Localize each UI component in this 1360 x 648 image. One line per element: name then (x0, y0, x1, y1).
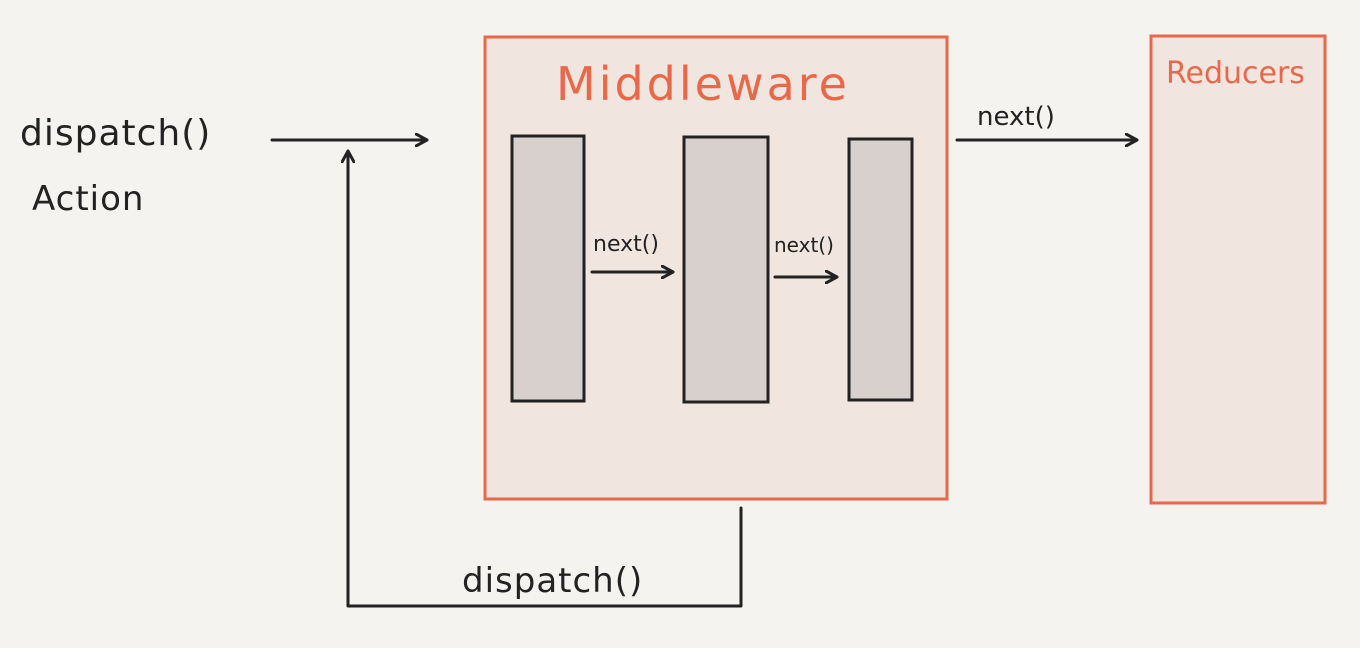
next-to-reducers-label: next() (977, 102, 1055, 132)
next-label-2: next() (774, 233, 834, 257)
next-label-1: next() (593, 232, 659, 257)
reducers-title: Reducers (1166, 56, 1305, 91)
dispatch-feedback-loop (348, 152, 743, 608)
reducers-box (1149, 34, 1327, 505)
middleware-block-2 (682, 135, 770, 404)
middleware-title: Middleware (556, 57, 850, 111)
middleware-block-3 (847, 137, 914, 402)
dispatch-label: dispatch() (20, 113, 211, 154)
dispatch-bottom-label: dispatch() (462, 561, 643, 601)
action-label: Action (32, 179, 144, 219)
middleware-block-1 (510, 134, 586, 403)
